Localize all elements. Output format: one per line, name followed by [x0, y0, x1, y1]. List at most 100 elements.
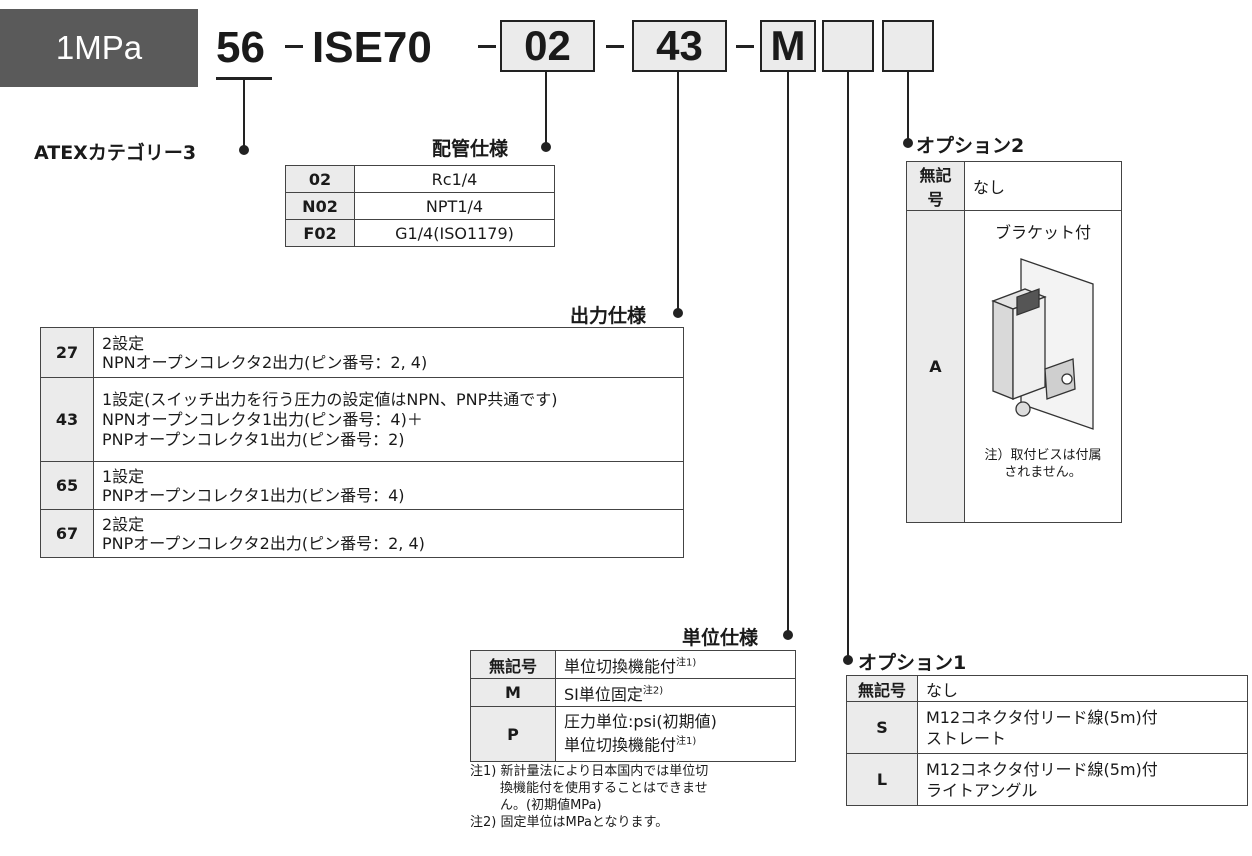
- dash-3: [606, 45, 624, 48]
- table-row: 27 2設定 NPNオープンコレクタ2出力(ピン番号：2, 4): [40, 327, 684, 378]
- pressure-label: 1MPa: [55, 29, 143, 66]
- table-row: M SI単位固定注2): [470, 678, 796, 707]
- unit-note-1-cont: 換機能付を使用することはできませ: [500, 781, 708, 796]
- unit-desc-text: 圧力単位:psi(初期値): [564, 712, 717, 732]
- unit-note-ref: 注2): [642, 685, 664, 697]
- port-code-box: 02: [500, 20, 595, 72]
- output-desc: 2設定 NPNオープンコレクタ2出力(ピン番号：2, 4): [93, 327, 684, 378]
- unit-note-1: 注1) 新計量法により日本国内では単位切: [470, 764, 709, 779]
- table-row: 無記号 なし: [846, 675, 1248, 702]
- output-title: 出力仕様: [570, 305, 647, 327]
- option1-desc-line: ライトアングル: [926, 780, 1038, 800]
- unit-desc: 単位切換機能付注1): [555, 650, 796, 679]
- piping-code-f02: F02: [285, 219, 355, 247]
- output-table: 27 2設定 NPNオープンコレクタ2出力(ピン番号：2, 4) 43 1設定(…: [40, 327, 684, 558]
- unit-code-box: M: [760, 20, 816, 72]
- output-desc-line: 1設定: [102, 466, 145, 486]
- unit-dot: [783, 630, 793, 640]
- output-desc: 2設定 PNPオープンコレクタ2出力(ピン番号：2, 4): [93, 509, 684, 558]
- option1-desc-line: M12コネクタ付リード線(5m)付: [926, 707, 1158, 727]
- dash-1: [285, 45, 303, 48]
- option1-desc-line: ストレート: [926, 728, 1007, 748]
- table-row: 65 1設定 PNPオープンコレクタ1出力(ピン番号：4): [40, 461, 684, 510]
- piping-code-n02: N02: [285, 192, 355, 220]
- table-row: S M12コネクタ付リード線(5m)付 ストレート: [846, 701, 1248, 754]
- unit-desc-text: 単位切換機能付: [564, 656, 677, 676]
- option1-code: 無記号: [846, 675, 918, 702]
- bracket-sensor-illustration: [991, 258, 1094, 430]
- option1-table: 無記号 なし S M12コネクタ付リード線(5m)付 ストレート L M12コネ…: [846, 675, 1248, 806]
- option1-desc: M12コネクタ付リード線(5m)付 ライトアングル: [917, 753, 1248, 806]
- unit-note-1-cont: ん。(初期値MPa): [500, 798, 602, 813]
- model-code-text: ISE70: [312, 23, 432, 72]
- option2-dot: [903, 138, 913, 148]
- unit-note-ref: 注1): [676, 736, 697, 748]
- unit-code: P: [470, 706, 556, 762]
- output-code-box: 43: [632, 20, 727, 72]
- option1-box: [822, 20, 874, 72]
- output-desc-line: PNPオープンコレクタ2出力(ピン番号：2, 4): [102, 533, 425, 553]
- table-row: F02 G1/4(ISO1179): [285, 219, 555, 247]
- unit-code: M: [470, 678, 556, 707]
- bracket-hole: [1061, 373, 1073, 385]
- option1-title: オプション1: [858, 652, 967, 674]
- option2-code: A: [906, 210, 965, 523]
- sensor-side: [992, 300, 1014, 400]
- option2-box: [882, 20, 934, 72]
- unit-note-2: 注2) 固定単位はMPaとなります。: [470, 815, 669, 830]
- series-underline: [216, 77, 272, 80]
- output-desc-line: PNPオープンコレクタ1出力(ピン番号：2): [102, 429, 405, 449]
- dash-2: [478, 45, 496, 48]
- unit-table: 無記号 単位切換機能付注1) M SI単位固定注2) P 圧力単位:psi(初期…: [470, 650, 796, 762]
- sensor-display: [1016, 288, 1040, 316]
- option1-dot: [843, 655, 853, 665]
- piping-dot: [541, 142, 551, 152]
- atex-dot: [239, 145, 249, 155]
- output-desc: 1設定 PNPオープンコレクタ1出力(ピン番号：4): [93, 461, 684, 510]
- table-row: A ブラケット付 注）取付ビスは付属 されません。: [906, 210, 1122, 523]
- output-desc-line: NPNオープンコレクタ2出力(ピン番号：2, 4): [102, 352, 428, 372]
- table-row: L M12コネクタ付リード線(5m)付 ライトアングル: [846, 753, 1248, 806]
- output-code: 67: [40, 509, 94, 558]
- output-desc-line: NPNオープンコレクタ1出力(ピン番号：4)＋: [102, 409, 423, 429]
- unit-desc-text: 単位切換機能付: [564, 735, 677, 755]
- table-row: 無記号 単位切換機能付注1): [470, 650, 796, 679]
- series-code: 56: [216, 22, 265, 74]
- table-row: 02 Rc1/4: [285, 165, 555, 193]
- piping-desc: NPT1/4: [354, 192, 555, 220]
- table-row: 67 2設定 PNPオープンコレクタ2出力(ピン番号：2, 4): [40, 509, 684, 558]
- option1-desc-line: M12コネクタ付リード線(5m)付: [926, 759, 1158, 779]
- port-code-text: 02: [524, 22, 571, 69]
- table-row: P 圧力単位:psi(初期値) 単位切換機能付注1): [470, 706, 796, 762]
- piping-title: 配管仕様: [432, 138, 509, 160]
- unit-note-ref: 注1): [676, 657, 697, 669]
- unit-desc: 圧力単位:psi(初期値) 単位切換機能付注1): [555, 706, 796, 762]
- unit-desc: SI単位固定注2): [555, 678, 796, 707]
- output-code: 43: [40, 377, 94, 462]
- unit-desc-text: SI単位固定: [564, 684, 643, 704]
- unit-code: 無記号: [470, 650, 556, 679]
- connector-port: [1015, 401, 1031, 417]
- output-desc: 1設定(スイッチ出力を行う圧力の設定値はNPN、PNP共通です) NPNオープン…: [93, 377, 684, 462]
- option2-note: 注）取付ビスは付属: [984, 448, 1102, 463]
- option2-desc: ブラケット付 注）取付ビスは付属 されません。: [964, 210, 1122, 523]
- output-desc-line: 2設定: [102, 333, 145, 353]
- option2-note: されません。: [1004, 465, 1082, 480]
- option2-title: オプション2: [916, 135, 1025, 157]
- option2-desc: なし: [964, 161, 1122, 211]
- output-code-text: 43: [656, 22, 703, 69]
- output-desc-line: 2設定: [102, 514, 145, 534]
- output-desc-line: PNPオープンコレクタ1出力(ピン番号：4): [102, 485, 405, 505]
- option2-code: 無記号: [906, 161, 965, 211]
- model-code: ISE70: [312, 22, 432, 74]
- option1-code: L: [846, 753, 918, 806]
- option1-code: S: [846, 701, 918, 754]
- option2-table: 無記号 なし A ブラケット付 注）取付ビスは付属 されません。: [906, 161, 1122, 523]
- output-desc-line: 1設定(スイッチ出力を行う圧力の設定値はNPN、PNP共通です): [102, 389, 558, 409]
- table-row: 43 1設定(スイッチ出力を行う圧力の設定値はNPN、PNP共通です) NPNオ…: [40, 377, 684, 462]
- bracket-arm: [1044, 358, 1076, 400]
- unit-code-text: M: [770, 22, 806, 69]
- option1-desc: なし: [917, 675, 1248, 702]
- output-code: 65: [40, 461, 94, 510]
